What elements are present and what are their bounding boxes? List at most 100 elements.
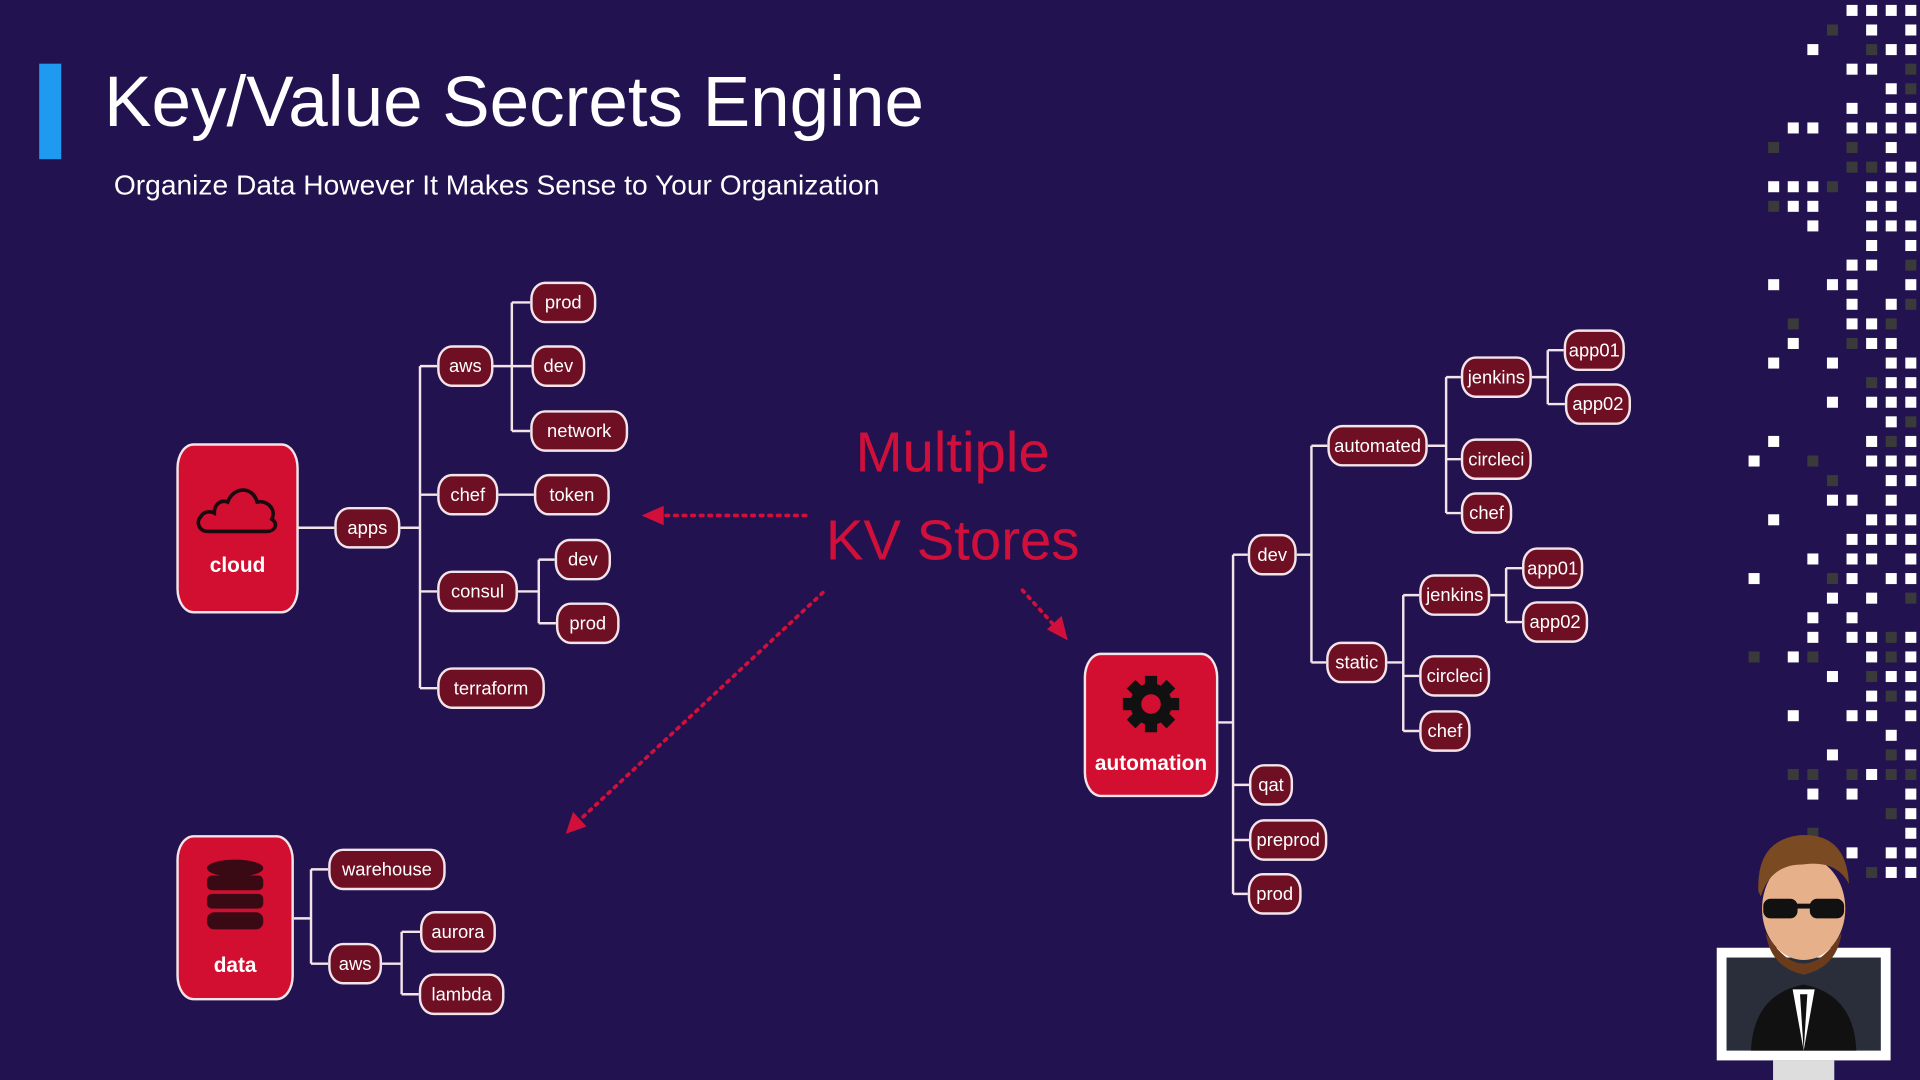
pixel-square <box>1885 298 1897 310</box>
slide-title: Key/Value Secrets Engine <box>104 62 924 143</box>
pixel-square <box>1866 200 1878 212</box>
pixel-square <box>1905 122 1917 134</box>
node-automated-chef[interactable]: chef <box>1460 492 1513 534</box>
node-preprod[interactable]: preprod <box>1248 819 1328 861</box>
pixel-square <box>1807 827 1819 839</box>
node-automated-jenkins[interactable]: jenkins <box>1460 356 1532 398</box>
pixel-square <box>1768 279 1780 291</box>
pixel-square <box>1905 357 1917 369</box>
pixel-square <box>1885 514 1897 526</box>
node-chef-token[interactable]: token <box>533 473 610 516</box>
pixel-square <box>1905 220 1917 232</box>
node-aws[interactable]: aws <box>437 345 494 387</box>
node-aws[interactable]: aws <box>328 942 383 985</box>
pixel-square <box>1866 396 1878 408</box>
store-cloud[interactable]: cloud <box>176 443 299 614</box>
pixel-square <box>1787 768 1799 781</box>
pixel-square <box>1787 181 1799 193</box>
pixel-square <box>1885 435 1897 447</box>
pixel-square <box>1866 24 1878 36</box>
pixel-square <box>1905 44 1917 56</box>
pixel-square <box>1846 768 1858 781</box>
node-static-app02[interactable]: app02 <box>1522 601 1589 643</box>
pixel-square <box>1807 553 1819 565</box>
pixel-square <box>1866 514 1878 526</box>
pixel-square <box>1866 161 1878 173</box>
pixel-square <box>1866 63 1878 75</box>
pixel-square <box>1885 181 1897 193</box>
node-apps[interactable]: apps <box>334 506 401 549</box>
pixel-square <box>1846 337 1858 349</box>
pixel-square <box>1905 553 1917 565</box>
node-aws-dev[interactable]: dev <box>531 345 586 387</box>
pixel-square <box>1826 573 1838 585</box>
pixel-square <box>1885 44 1897 56</box>
node-static[interactable]: static <box>1326 641 1388 684</box>
pixel-square <box>1846 102 1858 114</box>
pixel-square <box>1787 200 1799 212</box>
title-accent-bar <box>39 63 62 160</box>
pixel-square <box>1866 768 1878 781</box>
pixel-square <box>1905 827 1917 839</box>
node-automated[interactable]: automated <box>1327 424 1428 467</box>
node-automated-circleci[interactable]: circleci <box>1460 438 1532 481</box>
pixel-square <box>1846 4 1858 16</box>
node-aurora[interactable]: aurora <box>420 911 496 953</box>
pixel-square <box>1866 866 1878 878</box>
node-static-circleci[interactable]: circleci <box>1419 655 1491 697</box>
pixel-square <box>1905 83 1917 95</box>
pixel-square <box>1826 279 1838 291</box>
node-static-app01[interactable]: app01 <box>1522 547 1584 589</box>
node-aws-prod[interactable]: prod <box>530 281 597 324</box>
pixel-square <box>1826 749 1838 761</box>
node-terraform[interactable]: terraform <box>437 667 545 709</box>
store-automation[interactable]: automation <box>1083 652 1219 798</box>
node-chef[interactable]: chef <box>437 473 499 516</box>
node-qat[interactable]: qat <box>1248 764 1294 806</box>
pixel-square <box>1885 161 1897 173</box>
pixel-square <box>1866 631 1878 643</box>
pixel-square <box>1787 651 1799 663</box>
node-aws-network[interactable]: network <box>530 410 629 452</box>
pixel-square <box>1885 671 1897 683</box>
pixel-square <box>1826 475 1838 487</box>
pixel-square <box>1807 122 1819 134</box>
pixel-square <box>1905 396 1917 408</box>
pixel-square <box>1866 533 1878 545</box>
pixel-square <box>1768 514 1780 526</box>
node-consul[interactable]: consul <box>437 570 518 613</box>
pixel-square <box>1905 416 1917 428</box>
pixel-square <box>1807 220 1819 232</box>
pixel-square <box>1846 279 1858 291</box>
node-warehouse[interactable]: warehouse <box>328 848 446 891</box>
node-dev[interactable]: dev <box>1247 533 1297 576</box>
pixel-square <box>1866 651 1878 663</box>
store-data[interactable]: data <box>176 835 294 1001</box>
node-static-chef[interactable]: chef <box>1419 710 1471 752</box>
node-lambda[interactable]: lambda <box>418 973 505 1016</box>
node-prod[interactable]: prod <box>1247 873 1302 915</box>
pixel-square <box>1846 259 1858 271</box>
node-consul-prod[interactable]: prod <box>555 602 620 645</box>
pixel-square <box>1748 651 1760 663</box>
pixel-square <box>1807 768 1819 781</box>
node-automated-app02[interactable]: app02 <box>1564 383 1632 425</box>
node-automated-app01[interactable]: app01 <box>1563 329 1625 372</box>
pixel-square <box>1866 671 1878 683</box>
pixel-square <box>1866 4 1878 16</box>
pixel-square <box>1826 181 1838 193</box>
pixel-square <box>1885 142 1897 154</box>
pixel-square <box>1905 592 1917 604</box>
pixel-square <box>1807 788 1819 800</box>
pixel-square <box>1905 651 1917 663</box>
pixel-square <box>1748 573 1760 585</box>
pixel-square <box>1787 337 1799 349</box>
cloud-icon <box>196 487 278 533</box>
node-consul-dev[interactable]: dev <box>554 538 612 581</box>
pixel-square <box>1885 573 1897 585</box>
pixel-square <box>1826 396 1838 408</box>
pixel-square <box>1885 749 1897 761</box>
node-static-jenkins[interactable]: jenkins <box>1419 574 1491 616</box>
